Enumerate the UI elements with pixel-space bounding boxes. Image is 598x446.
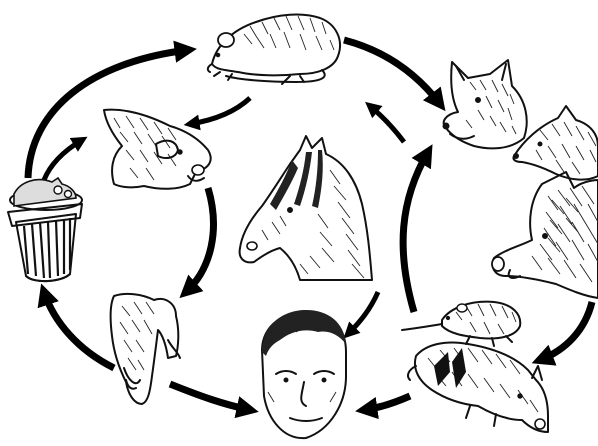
arrow-carcass-to-bin <box>44 292 114 368</box>
piglet-stripes <box>434 348 466 388</box>
arrow-rat-to-pig <box>190 98 250 124</box>
arrow-pig-to-carcass <box>186 188 213 292</box>
arrow-piglet-to-human <box>364 396 410 410</box>
boar-piglet-icon <box>408 343 548 433</box>
arrow-horse-to-human <box>348 292 378 334</box>
arrow-wildboar-to-piglet <box>540 302 592 360</box>
arrow-rat-to-fox <box>344 40 440 104</box>
arrow-rodent-to-fox <box>403 152 428 312</box>
garbage-bin-icon <box>8 178 82 281</box>
human-face-icon <box>262 310 346 438</box>
horse-icon <box>240 136 372 280</box>
wild-boar-icon <box>492 172 598 298</box>
arrow-carcass-to-human <box>170 384 250 410</box>
arrow-marten-to-horse <box>370 106 404 142</box>
fox-icon <box>443 60 527 148</box>
arrow-bin-to-pig <box>44 140 82 180</box>
small-rodent-icon <box>402 302 520 346</box>
rat-icon <box>208 15 340 84</box>
